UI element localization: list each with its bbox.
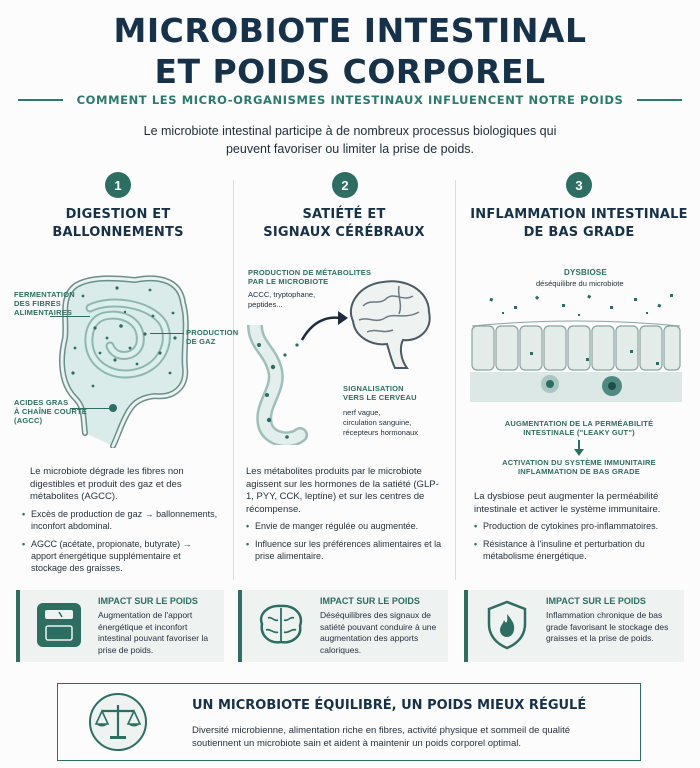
- step-number-2: 2: [332, 172, 358, 198]
- label-gaz-line-1: PRODUCTION: [186, 328, 239, 337]
- label-fermentation: FERMENTATION DES FIBRES ALIMENTAIRES: [14, 290, 75, 317]
- label-immun-line-2: INFLAMMATION DE BAS GRADE: [518, 467, 640, 476]
- bullet-item: Influence sur les préférences alimentair…: [246, 538, 442, 562]
- scale-icon: [37, 603, 81, 647]
- intestine-illustration: [59, 275, 189, 448]
- impact-box-3: IMPACT SUR LE POIDS Inflammation chroniq…: [464, 590, 684, 662]
- bullet-item: AGCC (acétate, propionate, butyrate) → a…: [22, 538, 218, 574]
- footer-text: Diversité microbienne, alimentation rich…: [192, 725, 571, 749]
- label-acides-line-2: À CHAÎNE COURTE: [14, 407, 88, 416]
- column-2-bullets: Envie de manger régulée ou augmentée. In…: [246, 520, 442, 568]
- label-metab-sub-line-1: ACCC, tryptophane,: [248, 290, 316, 299]
- label-metab-sub-line-2: peptides...: [248, 300, 283, 309]
- step-number-3: 3: [566, 172, 592, 198]
- label-gaz-line-2: DE GAZ: [186, 337, 216, 346]
- column-2-title-line-2: SIGNAUX CÉRÉBRAUX: [263, 225, 425, 240]
- brain-icon: [259, 604, 303, 644]
- gut-segment-illustration: [247, 325, 308, 445]
- label-dysbiose-sub: déséquilibre du microbiote: [536, 279, 624, 288]
- arrow-icon: [300, 311, 348, 341]
- column-3-title: INFLAMMATION INTESTINALE DE BAS GRADE: [462, 206, 696, 242]
- bullet-item: Excès de production de gaz → ballonnemen…: [22, 508, 218, 532]
- column-1-title-line-2: BALLONNEMENTS: [52, 225, 184, 240]
- subtitle-rule-left: [18, 99, 63, 101]
- label-metab-line-2: PAR LE MICROBIOTE: [248, 277, 329, 286]
- impact-text-3: Inflammation chronique de bas grade favo…: [546, 610, 669, 643]
- column-1-description: Le microbiote dégrade les fibres non dig…: [30, 466, 184, 502]
- label-signalisation: SIGNALISATION VERS LE CERVEAU: [343, 384, 417, 402]
- label-signal-line-1: SIGNALISATION: [343, 384, 404, 393]
- subtitle-rule-right: [637, 99, 682, 101]
- column-2-description: Les métabolites produits par le microbio…: [246, 466, 439, 515]
- column-3-bullets: Production de cytokines pro-inflammatoir…: [474, 520, 680, 568]
- leader-line-fermentation: [50, 316, 90, 317]
- label-fermentation-line-2: DES FIBRES: [14, 299, 62, 308]
- subtitle: COMMENT LES MICRO-ORGANISMES INTESTINAUX…: [76, 93, 624, 107]
- title-line-1: MICROBIOTE INTESTINAL: [113, 11, 587, 50]
- label-perm-line-2: INTESTINALE ("LEAKY GUT"): [523, 428, 635, 437]
- label-acides-line-1: ACIDES GRAS: [14, 398, 69, 407]
- bullet-item: Résistance à l'insuline et perturbation …: [474, 538, 680, 562]
- label-gaz: PRODUCTION DE GAZ: [186, 328, 238, 346]
- column-1-bullets: Excès de production de gaz → ballonnemen…: [22, 508, 218, 580]
- label-signal-sub-line-2: circulation sanguine,: [343, 418, 412, 427]
- footer-panel: UN MICROBIOTE ÉQUILIBRÉ, UN POIDS MIEUX …: [57, 683, 641, 761]
- label-perm-line-1: AUGMENTATION DE LA PERMÉABILITÉ: [504, 419, 654, 428]
- brain-illustration: [350, 280, 431, 369]
- label-metabolites-sub: ACCC, tryptophane, peptides...: [248, 290, 315, 310]
- subtitle-row: COMMENT LES MICRO-ORGANISMES INTESTINAUX…: [18, 93, 682, 107]
- label-signal-sub-line-1: nerf vague,: [343, 408, 381, 417]
- column-divider-2: [455, 180, 456, 580]
- column-divider-1: [233, 180, 234, 580]
- column-3-title-line-2: DE BAS GRADE: [523, 225, 635, 240]
- footer-title: UN MICROBIOTE ÉQUILIBRÉ, UN POIDS MIEUX …: [192, 698, 587, 713]
- label-signal-sub-line-3: récepteurs hormonaux: [343, 428, 419, 437]
- impact-title-3: IMPACT SUR LE POIDS: [546, 596, 646, 606]
- page-title: MICROBIOTE INTESTINAL ET POIDS CORPOREL: [0, 10, 700, 92]
- label-immun-line-1: ACTIVATION DU SYSTÈME IMMUNITAIRE: [502, 458, 656, 467]
- label-signal-line-2: VERS LE CERVEAU: [343, 393, 417, 402]
- label-signalisation-sub: nerf vague, circulation sanguine, récept…: [343, 408, 418, 438]
- label-metabolites: PRODUCTION DE MÉTABOLITES PAR LE MICROBI…: [248, 268, 371, 286]
- label-fermentation-line-3: ALIMENTAIRES: [14, 308, 73, 317]
- balance-icon: [89, 693, 147, 751]
- leader-line-gaz: [150, 333, 184, 334]
- impact-text-2: Déséquilibres des signaux de satiété pou…: [320, 610, 437, 655]
- impact-box-1: IMPACT SUR LE POIDS Augmentation de l'ap…: [16, 590, 224, 662]
- intestinal-wall-illustration: [470, 294, 682, 402]
- label-permeabilite: AUGMENTATION DE LA PERMÉABILITÉ INTESTIN…: [504, 419, 654, 437]
- label-dysbiose: DYSBIOSE: [564, 268, 607, 277]
- column-1-title: DIGESTION ET BALLONNEMENTS: [20, 206, 216, 242]
- column-3-title-line-1: INFLAMMATION INTESTINALE: [470, 207, 688, 222]
- title-line-2: ET POIDS CORPOREL: [154, 52, 546, 91]
- column-3-description: La dysbiose peut augmenter la perméabili…: [474, 491, 661, 515]
- step-number-1: 1: [105, 172, 131, 198]
- label-acides-gras: ACIDES GRAS À CHAÎNE COURTE (AGCC): [14, 398, 87, 425]
- leader-line-acides: [70, 408, 112, 409]
- column-1-title-line-1: DIGESTION ET: [65, 207, 171, 222]
- label-immunitaire: ACTIVATION DU SYSTÈME IMMUNITAIRE INFLAM…: [496, 458, 662, 476]
- bullet-item: Production de cytokines pro-inflammatoir…: [474, 520, 680, 532]
- column-2-title-line-1: SATIÉTÉ ET: [302, 207, 386, 222]
- shield-flame-icon: [487, 600, 527, 650]
- impact-title-2: IMPACT SUR LE POIDS: [320, 596, 420, 606]
- label-metab-line-1: PRODUCTION DE MÉTABOLITES: [248, 268, 372, 277]
- impact-title-1: IMPACT SUR LE POIDS: [98, 596, 198, 606]
- arrow-down-icon: [574, 440, 584, 456]
- column-2-title: SATIÉTÉ ET SIGNAUX CÉRÉBRAUX: [244, 206, 444, 242]
- impact-box-2: IMPACT SUR LE POIDS Déséquilibres des si…: [238, 590, 448, 662]
- impact-text-1: Augmentation de l'apport énergétique et …: [98, 610, 209, 655]
- bullet-item: Envie de manger régulée ou augmentée.: [246, 520, 442, 532]
- label-acides-line-3: (AGCC): [14, 416, 43, 425]
- label-fermentation-line-1: FERMENTATION: [14, 290, 75, 299]
- intro-text: Le microbiote intestinal participe à de …: [143, 124, 557, 156]
